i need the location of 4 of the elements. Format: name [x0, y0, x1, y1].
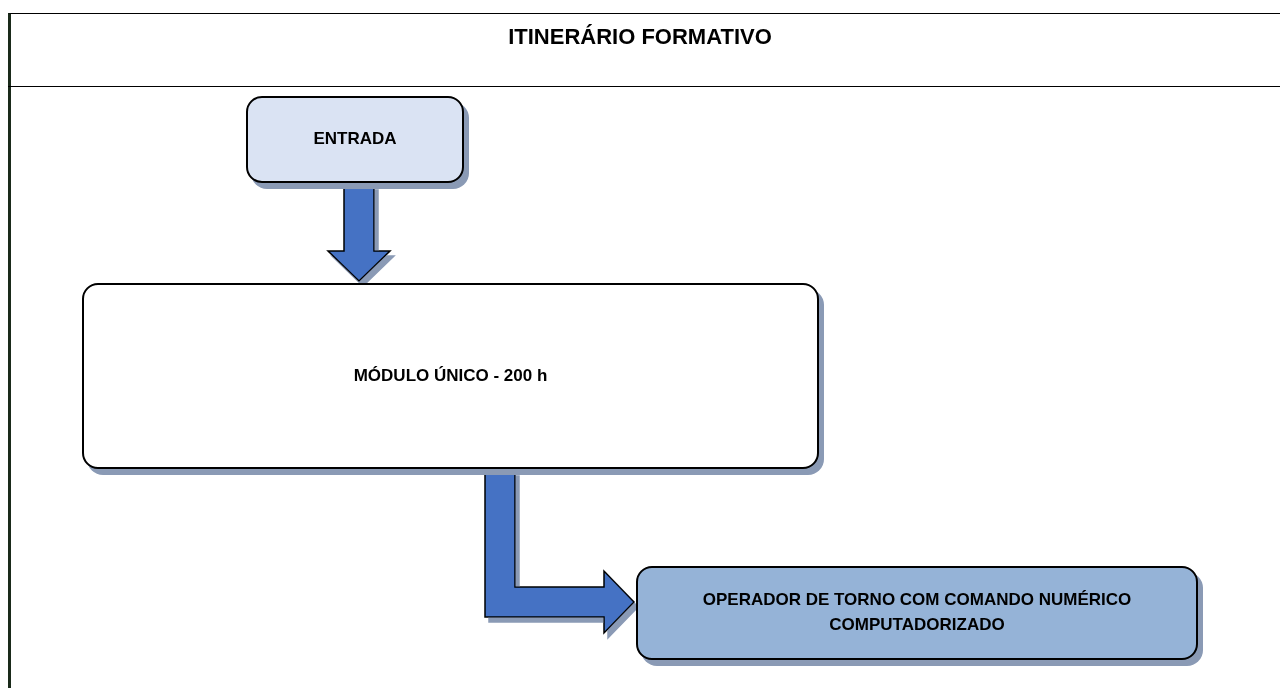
diagram-title: ITINERÁRIO FORMATIVO: [507, 24, 773, 50]
box-label: ENTRADA: [313, 128, 397, 151]
box-label: MÓDULO ÚNICO - 200 h: [353, 364, 548, 387]
box-label: OPERADOR DE TORNO COM COMANDO NUMÉRICO COMPUTADORIZADO: [701, 589, 1133, 636]
